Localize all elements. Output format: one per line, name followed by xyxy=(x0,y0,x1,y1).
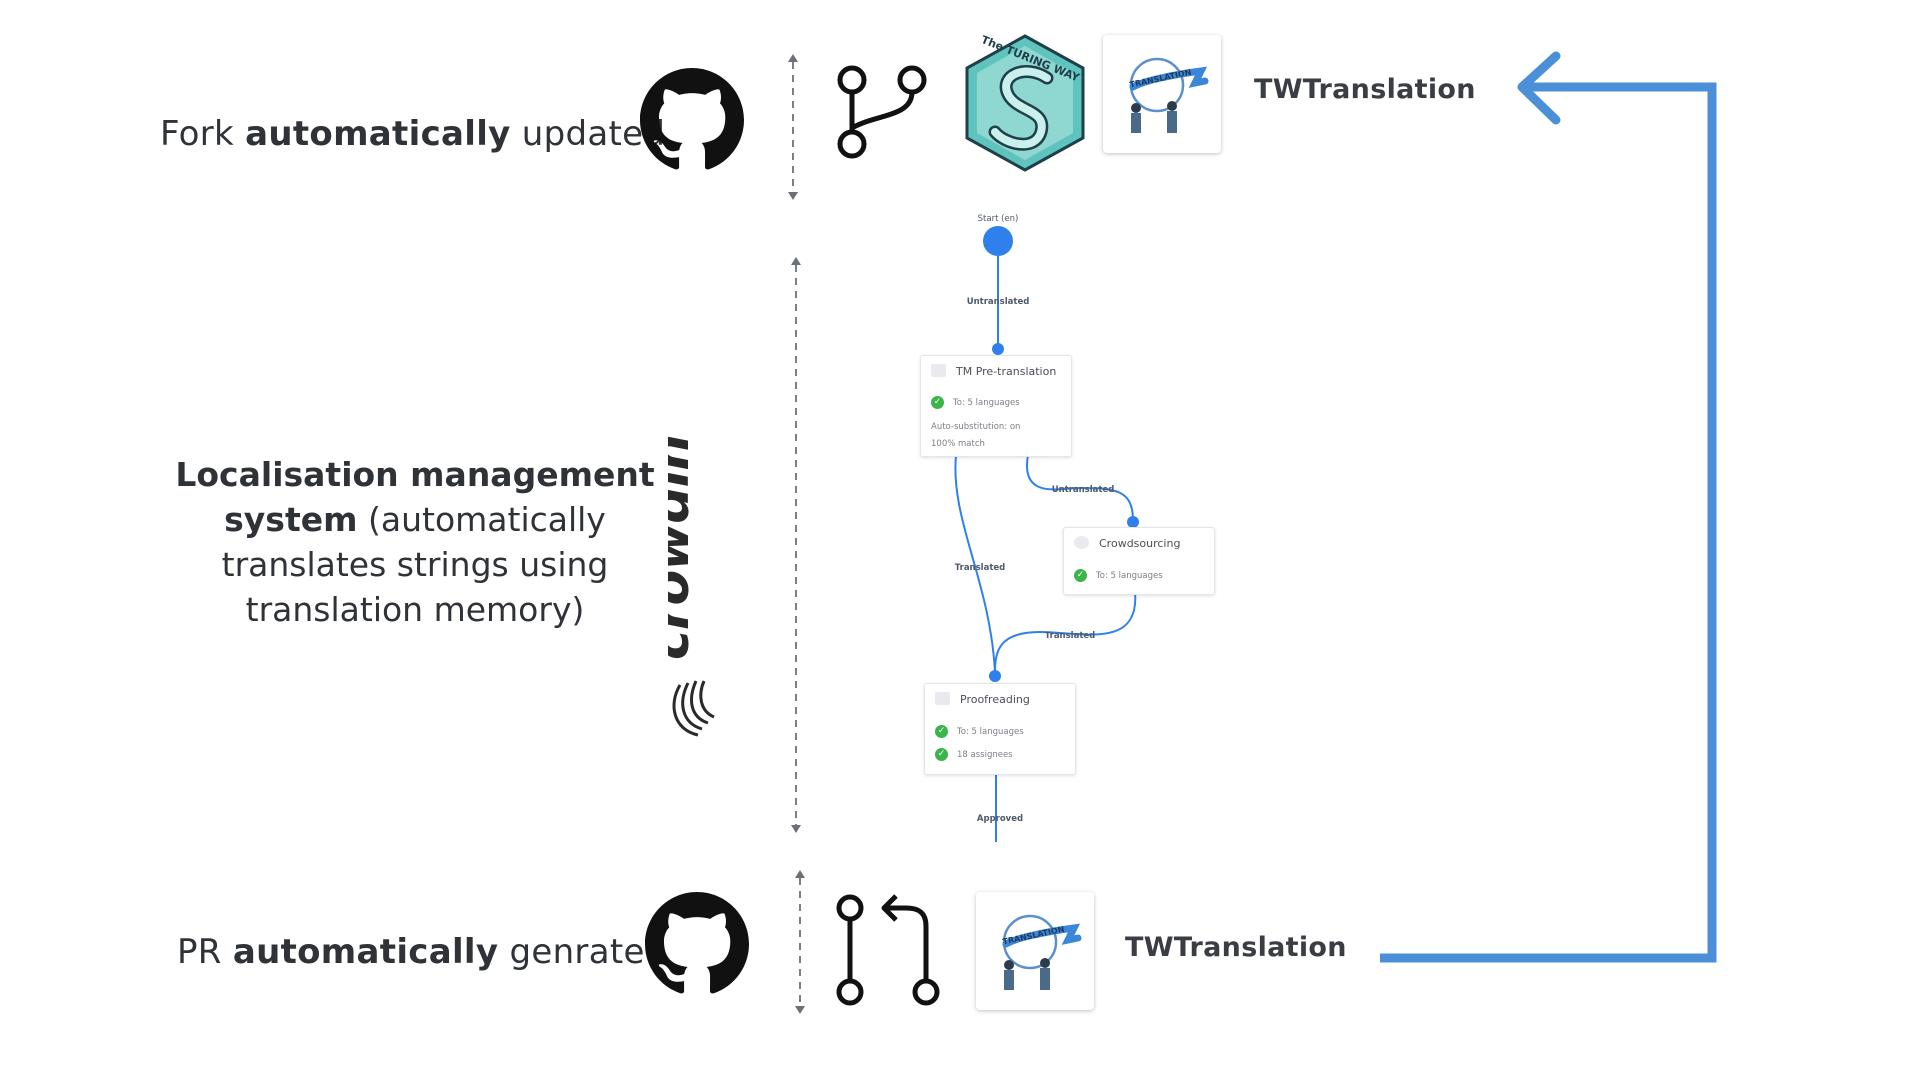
github-icon xyxy=(640,68,744,170)
dashed-divider-top xyxy=(788,54,798,200)
translation-illustration: TRANSLATION xyxy=(1129,57,1209,133)
tw-translation-label-bottom: TWTranslation xyxy=(1125,932,1347,963)
pr-text: PR automatically genrated xyxy=(177,932,667,972)
crowdsourcing-title: Crowdsourcing xyxy=(1099,537,1181,550)
proofreading-title: Proofreading xyxy=(960,693,1030,706)
check-icon: ✓ xyxy=(931,396,944,409)
tm-languages: To: 5 languages xyxy=(953,398,1020,408)
workflow-node-proofreading[interactable]: Proofreading ✓ To: 5 languages ✓ 18 assi… xyxy=(924,683,1076,775)
tm-title: TM Pre-translation xyxy=(956,365,1057,378)
proofreading-languages: To: 5 languages xyxy=(957,727,1024,737)
crowdin-wordmark: crowdin xyxy=(668,435,701,660)
translation-badge-top: TRANSLATION xyxy=(1103,35,1221,153)
check-icon: ✓ xyxy=(935,748,948,761)
workflow-node-crowdsourcing[interactable]: Crowdsourcing ✓ To: 5 languages xyxy=(1063,527,1215,595)
edge-label-translated-1: Translated xyxy=(955,563,1005,573)
tm-match: 100% match xyxy=(931,439,985,449)
crowdin-logo: crowdin xyxy=(668,435,715,737)
workflow-node-tm-pretranslation[interactable]: TM Pre-translation ✓ To: 5 languages Aut… xyxy=(920,355,1072,457)
fork-text: Fork automatically updated xyxy=(160,114,666,154)
edge-label-untranslated-2: Untranslated xyxy=(1052,485,1115,495)
github-icon xyxy=(645,892,749,994)
git-pull-request-icon xyxy=(836,894,940,1006)
lms-description: Localisation management system (automati… xyxy=(175,455,655,629)
turing-way-logo: The TURING WAY xyxy=(965,33,1085,172)
dashed-divider-middle xyxy=(791,257,801,833)
glasses-icon xyxy=(935,692,950,705)
check-icon: ✓ xyxy=(935,725,948,738)
translation-badge-bottom: TRANSLATION xyxy=(976,892,1094,1010)
git-branch-icon xyxy=(837,65,927,159)
edge-label-untranslated-1: Untranslated xyxy=(967,297,1030,307)
crowdsourcing-languages: To: 5 languages xyxy=(1096,571,1163,581)
translation-illustration: TRANSLATION xyxy=(1002,914,1082,990)
proofreading-assignees: 18 assignees xyxy=(957,750,1013,760)
dashed-divider-bottom xyxy=(795,870,805,1014)
edge-label-translated-2: Translated xyxy=(1045,631,1095,641)
tm-auto-substitution: Auto-substitution: on xyxy=(931,422,1021,432)
check-icon: ✓ xyxy=(1074,569,1087,582)
edge-label-approved: Approved xyxy=(977,814,1023,824)
workflow-start-label: Start (en) xyxy=(978,214,1019,224)
tw-translation-label-top: TWTranslation xyxy=(1254,74,1476,105)
workflow-start-node xyxy=(983,226,1013,256)
tm-icon xyxy=(931,364,946,377)
globe-icon xyxy=(1074,536,1089,549)
